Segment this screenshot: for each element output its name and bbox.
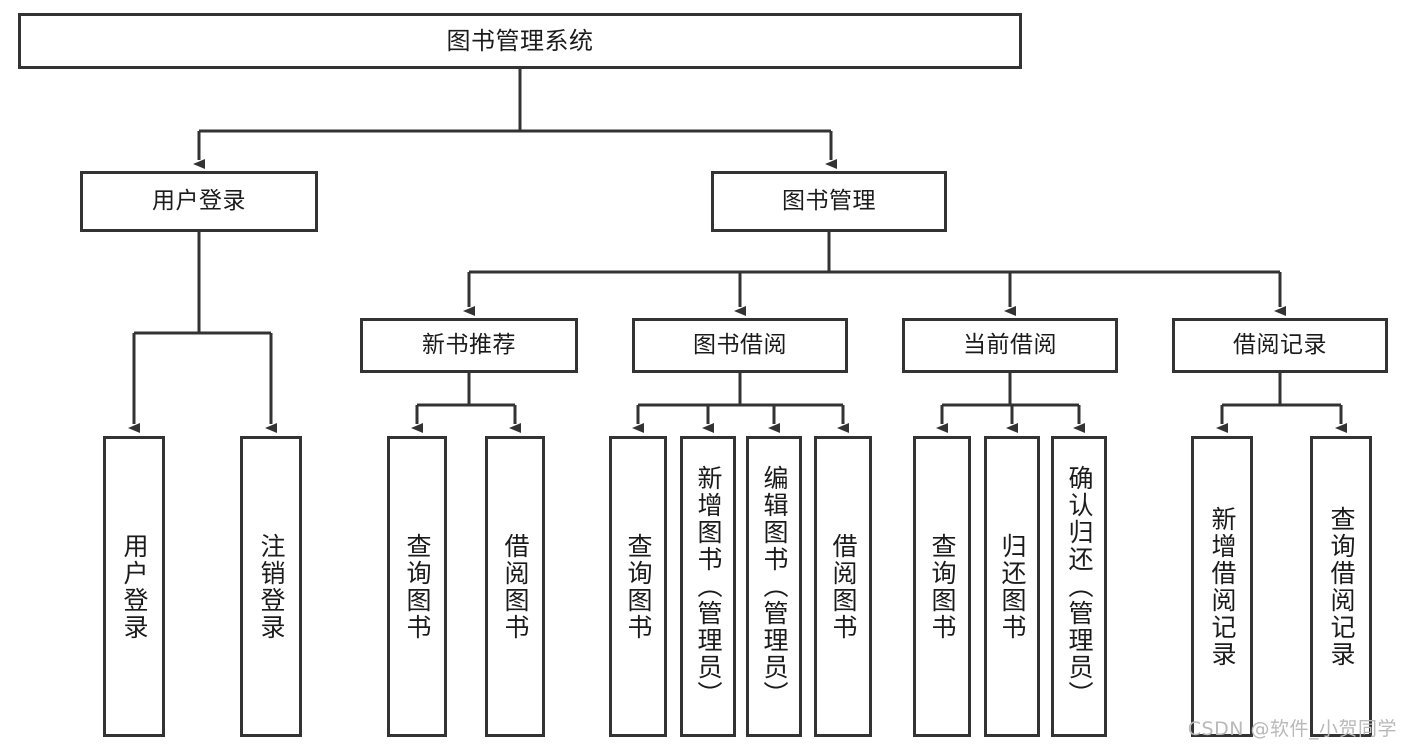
leaf-logout-label: 注销登录 xyxy=(257,532,286,641)
leaf-logout[interactable]: 注销登录 xyxy=(240,436,302,737)
leaf-borrow-book-recommend-label: 借阅图书 xyxy=(501,532,530,641)
node-book-management[interactable]: 图书管理 xyxy=(711,171,947,232)
leaf-query-book-borrow-label: 查询图书 xyxy=(624,532,653,641)
node-current-borrow[interactable]: 当前借阅 xyxy=(902,318,1118,373)
leaf-query-book-recommend[interactable]: 查询图书 xyxy=(387,436,447,737)
node-root[interactable]: 图书管理系统 xyxy=(18,13,1022,69)
leaf-return-book[interactable]: 归还图书 xyxy=(984,436,1040,737)
leaf-confirm-return-admin-label: 确认归还（管理员） xyxy=(1065,465,1094,708)
node-new-book-recommend-label: 新书推荐 xyxy=(422,331,516,358)
node-new-book-recommend[interactable]: 新书推荐 xyxy=(360,318,578,373)
leaf-user-login-label: 用户登录 xyxy=(120,532,149,641)
leaf-edit-book-admin-label: 编辑图书（管理员） xyxy=(760,465,789,708)
leaf-query-book-current[interactable]: 查询图书 xyxy=(913,436,971,737)
leaf-add-book-admin[interactable]: 新增图书（管理员） xyxy=(680,436,736,737)
leaf-return-book-label: 归还图书 xyxy=(998,532,1027,641)
node-root-label: 图书管理系统 xyxy=(446,26,594,55)
leaf-query-book-recommend-label: 查询图书 xyxy=(403,532,432,641)
leaf-add-borrow-record[interactable]: 新增借阅记录 xyxy=(1191,436,1253,737)
leaf-query-book-borrow[interactable]: 查询图书 xyxy=(609,436,667,737)
node-user-login[interactable]: 用户登录 xyxy=(80,171,318,232)
node-borrow-records-label: 借阅记录 xyxy=(1233,331,1327,358)
leaf-edit-book-admin[interactable]: 编辑图书（管理员） xyxy=(746,436,802,737)
node-book-management-label: 图书管理 xyxy=(782,187,876,214)
node-book-borrow-label: 图书借阅 xyxy=(693,331,787,358)
leaf-query-borrow-record-label: 查询借阅记录 xyxy=(1327,505,1356,668)
leaf-lend-book[interactable]: 借阅图书 xyxy=(814,436,872,737)
leaf-lend-book-label: 借阅图书 xyxy=(829,532,858,641)
node-borrow-records[interactable]: 借阅记录 xyxy=(1172,318,1388,373)
leaf-borrow-book-recommend[interactable]: 借阅图书 xyxy=(485,436,545,737)
node-user-login-label: 用户登录 xyxy=(152,187,246,214)
node-book-borrow[interactable]: 图书借阅 xyxy=(632,318,848,373)
leaf-add-book-admin-label: 新增图书（管理员） xyxy=(694,465,723,708)
leaf-query-borrow-record[interactable]: 查询借阅记录 xyxy=(1310,436,1372,737)
leaf-user-login[interactable]: 用户登录 xyxy=(103,436,165,737)
leaf-confirm-return-admin[interactable]: 确认归还（管理员） xyxy=(1051,436,1107,737)
leaf-query-book-current-label: 查询图书 xyxy=(928,532,957,641)
leaf-add-borrow-record-label: 新增借阅记录 xyxy=(1208,505,1237,668)
node-current-borrow-label: 当前借阅 xyxy=(963,331,1057,358)
